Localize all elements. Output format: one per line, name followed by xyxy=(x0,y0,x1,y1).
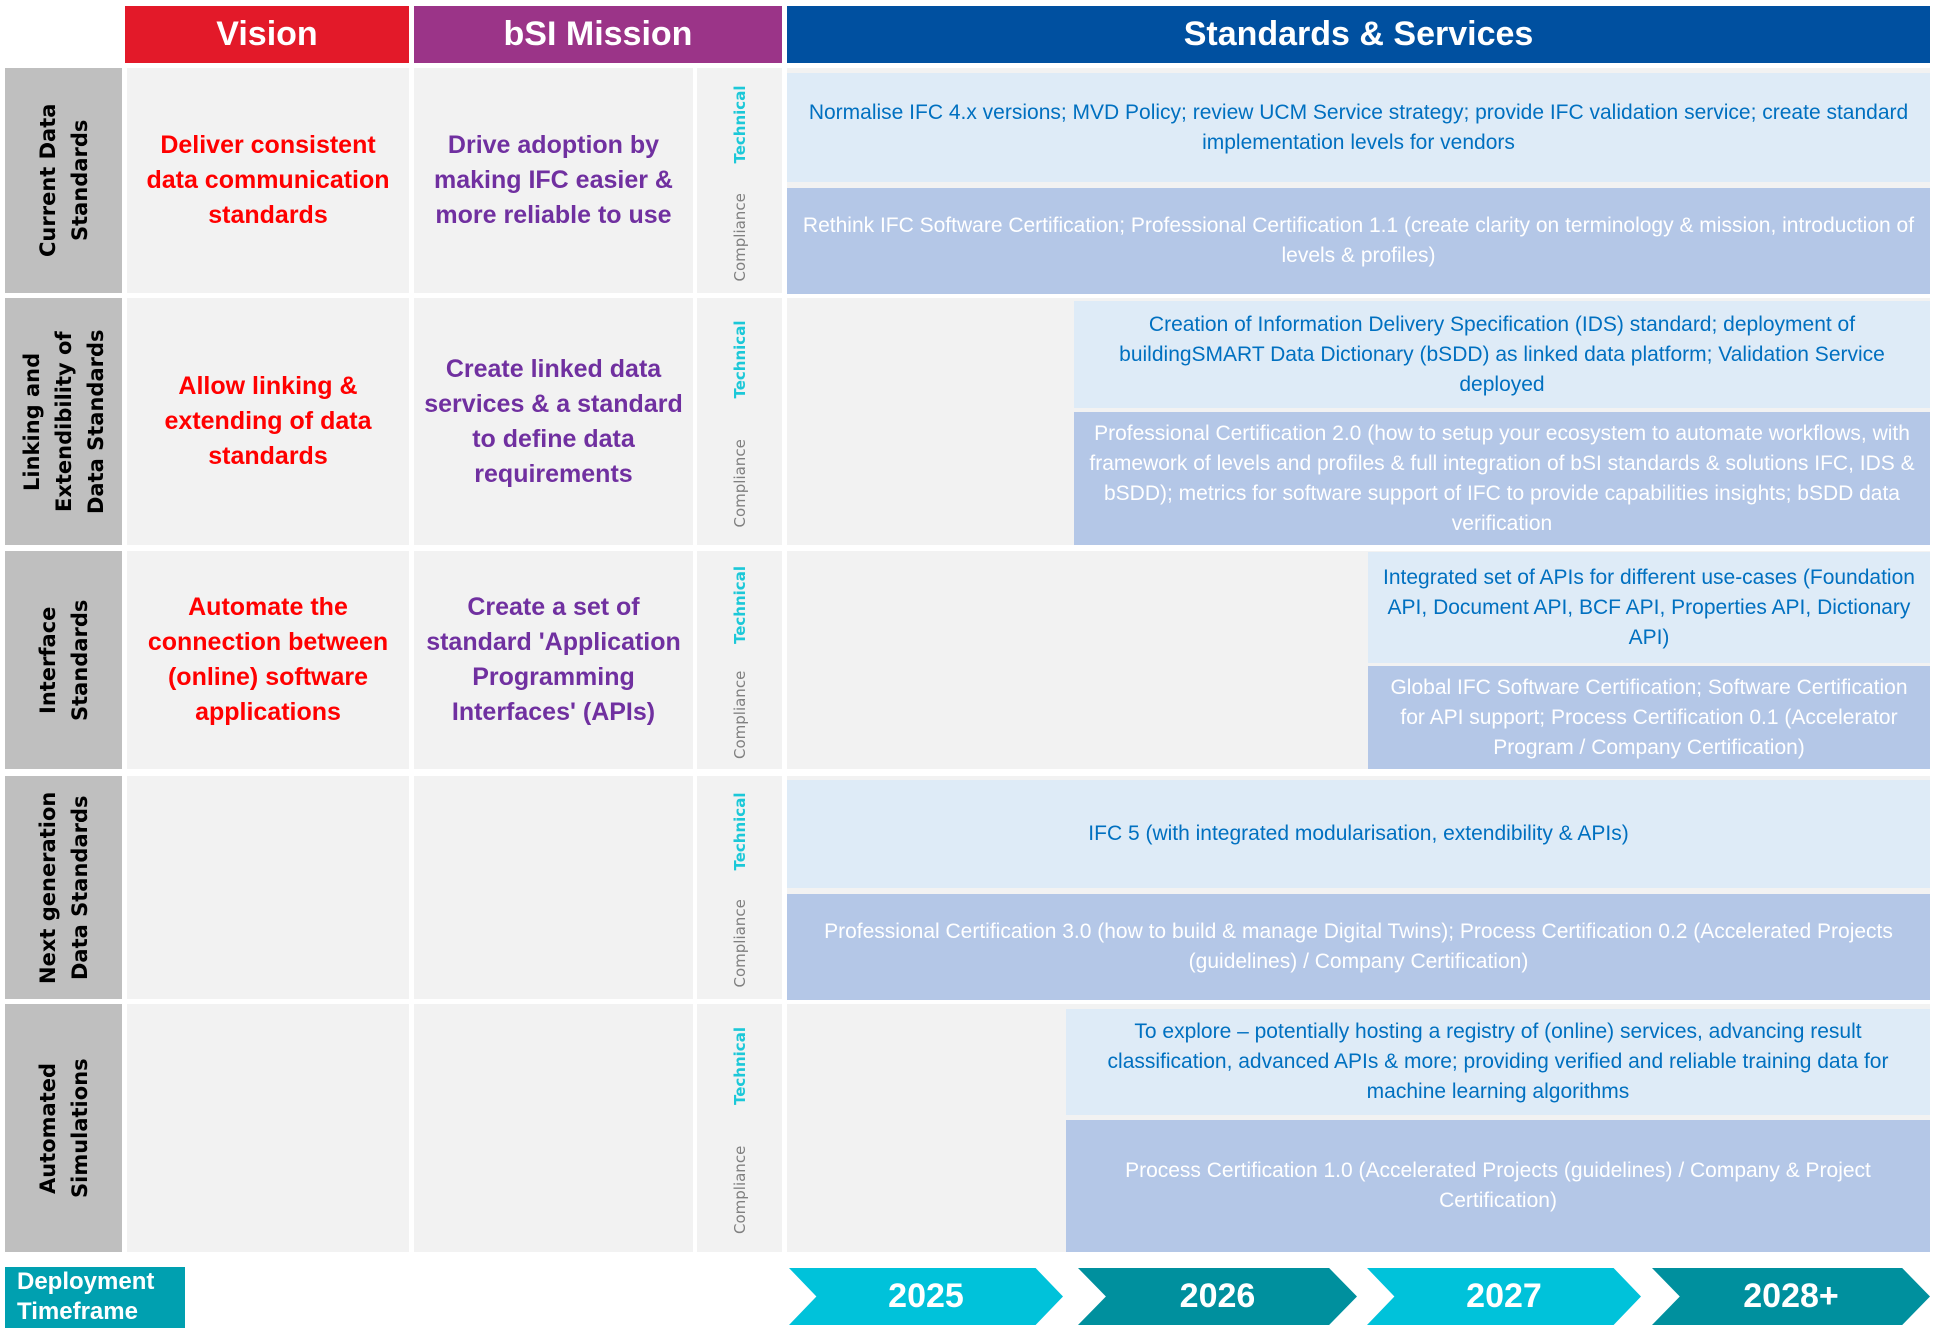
row-label-text: Current Data Standards xyxy=(35,103,92,258)
compliance-item: Professional Certification 2.0 (how to s… xyxy=(1074,412,1930,545)
vision-cell: Automate the connection between (online)… xyxy=(127,551,409,769)
compliance-item: Global IFC Software Certification; Softw… xyxy=(1368,666,1930,769)
row-label: Automated Simulations xyxy=(5,1004,122,1252)
compliance-item: Process Certification 1.0 (Accelerated P… xyxy=(1066,1120,1930,1252)
mission-cell xyxy=(414,1004,693,1252)
mission-text: Create a set of standard 'Application Pr… xyxy=(426,593,681,726)
technical-item: Creation of Information Delivery Specifi… xyxy=(1074,301,1930,408)
vision-cell xyxy=(127,776,409,999)
row-label-text: Automated Simulations xyxy=(35,1058,92,1198)
technical-item: To explore – potentially hosting a regis… xyxy=(1066,1009,1930,1115)
standards-header: Standards & Services xyxy=(787,6,1930,63)
row-label: Linking and Extendibility of Data Standa… xyxy=(5,298,122,545)
technical-label: Technical xyxy=(730,566,749,645)
technical-item: IFC 5 (with integrated modularisation, e… xyxy=(787,780,1930,888)
mission-text: Drive adoption by making IFC easier & mo… xyxy=(434,131,673,229)
vision-cell: Allow linking & extending of data standa… xyxy=(127,298,409,545)
technical-label: Technical xyxy=(730,85,749,164)
technical-label: Technical xyxy=(730,1027,749,1105)
year-arrow-2027: 2027 xyxy=(1367,1268,1641,1325)
technical-item: Integrated set of APIs for different use… xyxy=(1368,552,1930,663)
vision-text: Allow linking & extending of data standa… xyxy=(164,372,372,470)
technical-label: Technical xyxy=(730,320,749,399)
compliance-label: Compliance xyxy=(730,1145,749,1235)
deployment-timeframe-label: Deployment Timeframe xyxy=(5,1267,185,1328)
compliance-label: Compliance xyxy=(730,439,749,528)
compliance-item: Professional Certification 3.0 (how to b… xyxy=(787,894,1930,1000)
row-label: Next generation Data Standards xyxy=(5,776,122,999)
vision-header: Vision xyxy=(125,6,409,63)
year-arrow-2025: 2025 xyxy=(789,1268,1063,1325)
vision-text: Automate the connection between (online)… xyxy=(147,593,389,726)
mission-text: Create linked data services & a standard… xyxy=(424,354,683,488)
mission-cell xyxy=(414,776,693,999)
compliance-label: Compliance xyxy=(730,670,749,759)
mission-cell: Drive adoption by making IFC easier & mo… xyxy=(414,68,693,293)
vision-cell xyxy=(127,1004,409,1252)
technical-item: Normalise IFC 4.x versions; MVD Policy; … xyxy=(787,73,1930,182)
compliance-label: Compliance xyxy=(730,192,749,281)
row-label: Current Data Standards xyxy=(5,68,122,293)
vision-cell: Deliver consistent data communication st… xyxy=(127,68,409,293)
row-label-text: Interface Standards xyxy=(35,599,92,721)
mission-header: bSI Mission xyxy=(414,6,782,63)
row-label: Interface Standards xyxy=(5,551,122,769)
technical-label: Technical xyxy=(730,792,749,871)
mission-cell: Create a set of standard 'Application Pr… xyxy=(414,551,693,769)
year-arrow-2026: 2026 xyxy=(1078,1268,1357,1325)
row-label-text: Next generation Data Standards xyxy=(35,791,92,984)
compliance-item: Rethink IFC Software Certification; Prof… xyxy=(787,188,1930,294)
vision-text: Deliver consistent data communication st… xyxy=(146,131,390,229)
compliance-label: Compliance xyxy=(730,899,749,988)
year-arrow-2028-plus: 2028+ xyxy=(1652,1268,1930,1325)
mission-cell: Create linked data services & a standard… xyxy=(414,298,693,545)
row-label-text: Linking and Extendibility of Data Standa… xyxy=(19,329,108,514)
